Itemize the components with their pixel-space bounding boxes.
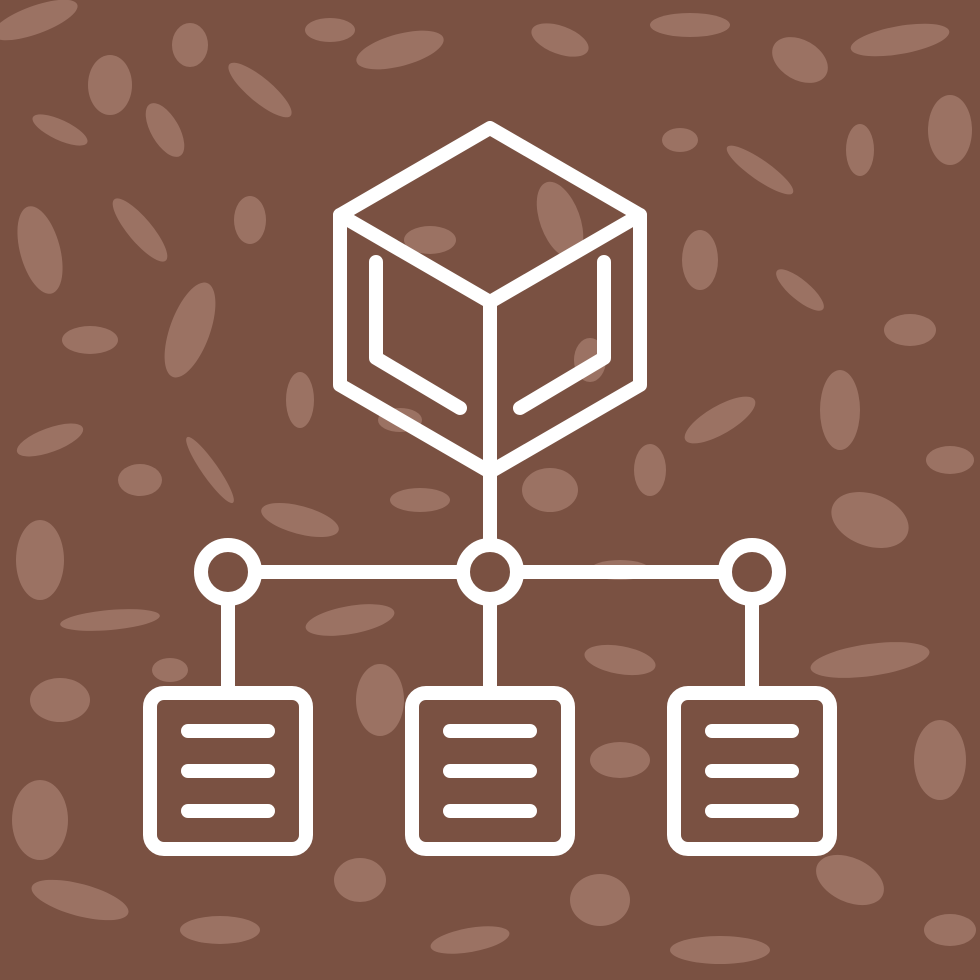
icon-strokes xyxy=(143,121,837,856)
document-left xyxy=(143,686,313,856)
grunge-texture xyxy=(0,0,976,964)
document-center xyxy=(405,686,575,856)
document-right xyxy=(667,686,837,856)
